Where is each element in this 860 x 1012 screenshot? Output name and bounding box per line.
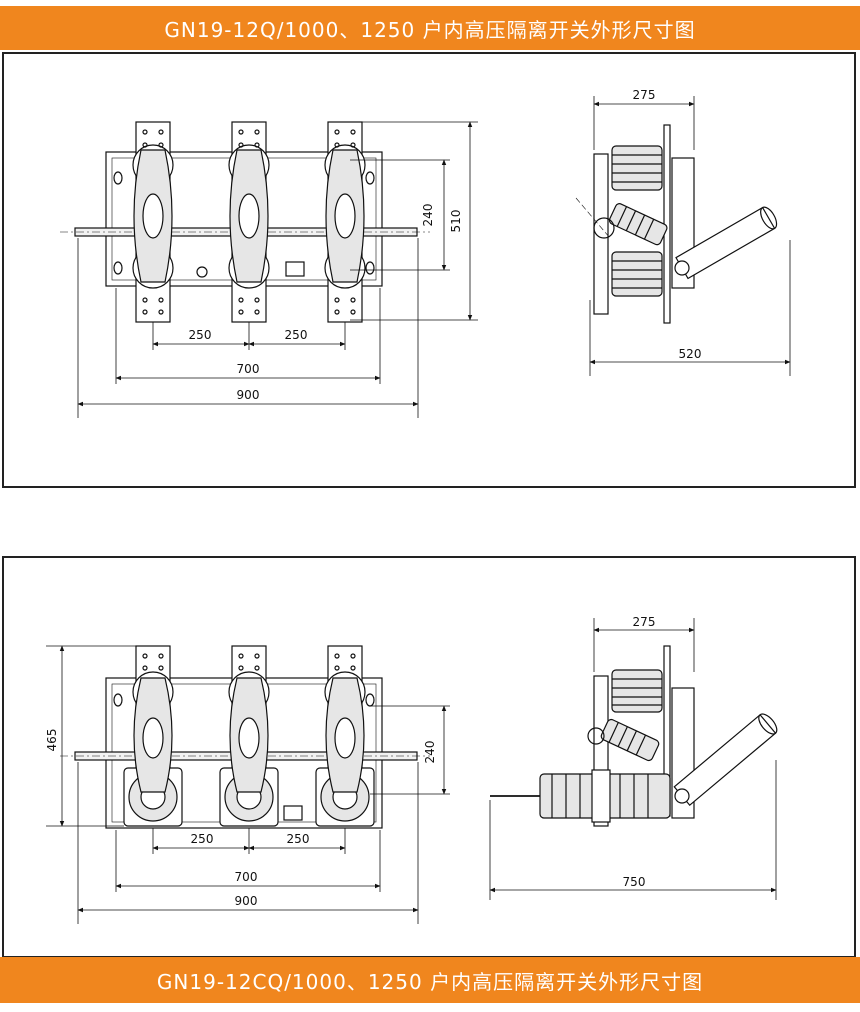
dim-overall-width: 900 (237, 388, 260, 402)
pole-1 (132, 121, 174, 323)
pole-2 (228, 121, 270, 323)
dim-side-depth: 275 (633, 88, 656, 102)
insulator-lower (611, 251, 663, 297)
front-view-bottom (46, 645, 450, 924)
pole-2 (219, 645, 279, 827)
blade-open (675, 206, 778, 280)
dim-spacing-1: 250 (189, 328, 212, 342)
title-top: GN19-12Q/1000、1250 户内高压隔离开关外形尺寸图 (164, 17, 696, 42)
insulator-upper (611, 145, 663, 191)
dim-inner-width: 700 (235, 870, 258, 884)
blade-open (673, 713, 778, 807)
nameplate (285, 261, 305, 277)
title-banner-bottom: GN19-12CQ/1000、1250 户内高压隔离开关外形尺寸图 (0, 957, 860, 1003)
insulator-horizontal (539, 769, 671, 823)
dim-side-length: 750 (623, 875, 646, 889)
drive-insulator (600, 718, 660, 762)
pole-1 (123, 645, 183, 827)
dim-inner-width: 700 (237, 362, 260, 376)
dim-spacing-2: 250 (287, 832, 310, 846)
dim-mount-height: 240 (423, 741, 437, 764)
dim-overall-width: 900 (235, 894, 258, 908)
side-view-bottom (489, 618, 778, 900)
dim-overall-height: 510 (449, 210, 463, 233)
dim-mount-height: 240 (421, 204, 435, 227)
title-bottom: GN19-12CQ/1000、1250 户内高压隔离开关外形尺寸图 (156, 969, 704, 994)
pole-3 (324, 121, 366, 323)
side-view-top (575, 96, 791, 376)
front-view-top (60, 121, 478, 418)
title-banner-top: GN19-12Q/1000、1250 户内高压隔离开关外形尺寸图 (0, 6, 860, 50)
insulator-upper (611, 669, 663, 713)
dim-side-length: 520 (679, 347, 702, 361)
drive-insulator (608, 203, 668, 246)
dim-spacing-1: 250 (191, 832, 214, 846)
dim-spacing-2: 250 (285, 328, 308, 342)
pole-3 (315, 645, 375, 827)
dim-overall-height: 465 (45, 729, 59, 752)
dim-side-depth: 275 (633, 615, 656, 629)
nameplate (283, 805, 303, 821)
